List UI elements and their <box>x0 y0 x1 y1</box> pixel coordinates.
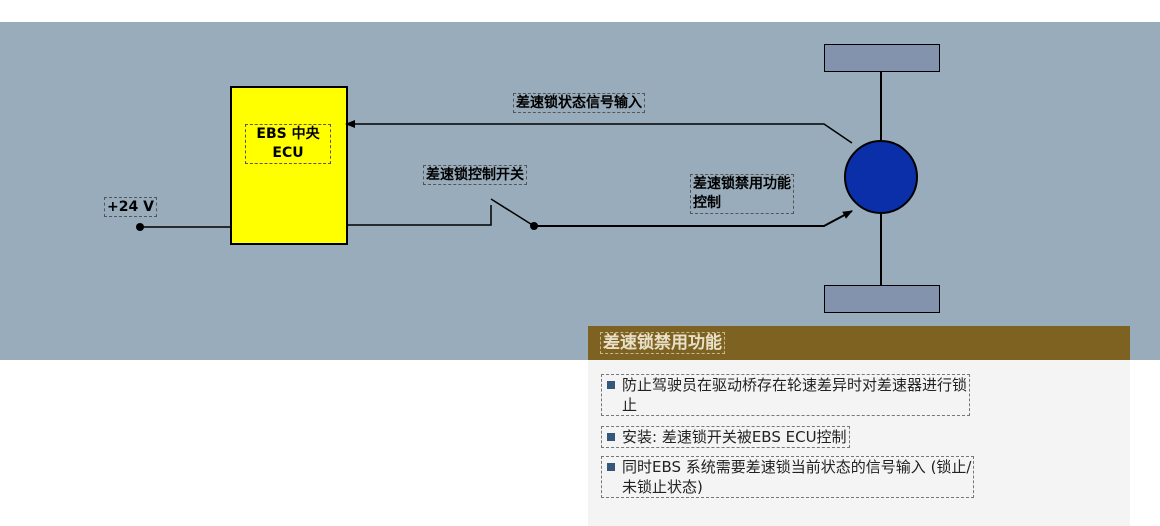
bullet-text-line1: 安装: 差速锁开关被EBS ECU控制 <box>622 428 847 446</box>
bullet-item: 安装: 差速锁开关被EBS ECU控制 <box>601 426 850 448</box>
info-panel: 差速锁禁用功能 防止驾驶员在驱动桥存在轮速差异时对差速器进行锁 止 安装: 差速… <box>588 326 1130 526</box>
ecu-to-switch-wire <box>346 205 492 226</box>
disable-control-label: 差速锁禁用功能 控制 <box>690 174 794 214</box>
bullet-item: 防止驾驶员在驱动桥存在轮速差异时对差速器进行锁 止 <box>601 374 971 416</box>
ecu-label-line1: EBS 中央 <box>256 126 320 142</box>
ebs-ecu-box <box>230 86 348 245</box>
diagram-background <box>0 22 1160 360</box>
info-panel-header: 差速锁禁用功能 <box>588 326 1130 360</box>
bullet-text-line1: 防止驾驶员在驱动桥存在轮速差异时对差速器进行锁 <box>622 376 968 394</box>
disable-control-line1: 差速锁禁用功能 <box>693 176 791 192</box>
status-signal-wire <box>345 120 853 144</box>
top-wheel <box>824 44 940 72</box>
bullet-text-line2: 未锁止状态) <box>622 478 703 496</box>
bullet-item: 同时EBS 系统需要差速锁当前状态的信号输入 (锁止/ 未锁止状态) <box>601 456 975 498</box>
bullet-text-line1: 同时EBS 系统需要差速锁当前状态的信号输入 (锁止/ <box>622 458 972 476</box>
switch-blade <box>490 198 535 227</box>
switch-to-diff-lock-wire <box>534 210 853 227</box>
voltage-label: +24 V <box>104 197 157 217</box>
supply-terminal <box>136 223 144 231</box>
diff-lock-circle <box>844 140 918 214</box>
switch-label: 差速锁控制开关 <box>423 165 527 185</box>
info-panel-title: 差速锁禁用功能 <box>600 332 725 354</box>
bullet-text-line2: 止 <box>622 396 638 414</box>
ecu-label-line2: ECU <box>272 145 304 161</box>
signal-input-label: 差速锁状态信号输入 <box>513 93 645 113</box>
bottom-wheel <box>824 285 940 313</box>
ecu-label: EBS 中央 ECU <box>245 124 331 164</box>
disable-control-line2: 控制 <box>693 195 721 211</box>
